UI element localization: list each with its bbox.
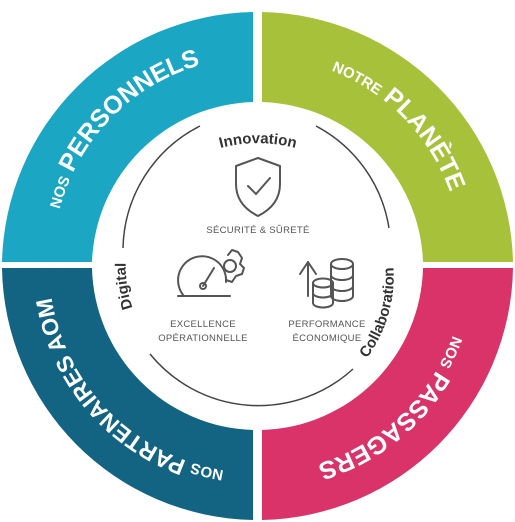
pillar-collaboration-text: Collaboration — [356, 267, 398, 361]
label-operationnelle: OPÉRATIONNELLE — [158, 333, 248, 344]
inner-arc-top-right — [315, 125, 390, 229]
inner-arc-top-left — [122, 125, 201, 249]
pillar-digital: Digital — [113, 263, 137, 312]
segment-nos-passagers — [262, 268, 513, 520]
inner-circle — [122, 125, 390, 407]
inner-arc-bottom — [149, 353, 354, 407]
pillar-innovation: Innovation — [217, 130, 298, 152]
label-economique: ÉCONOMIQUE — [293, 333, 362, 344]
segment-nos-partenaires-aom — [2, 268, 253, 520]
gauge-gear-icon — [177, 249, 245, 297]
pillar-innovation-text: Innovation — [217, 130, 298, 152]
segment-nos-personnels — [2, 12, 253, 262]
label-excellence: EXCELLENCE — [170, 319, 236, 330]
shield-check-icon — [235, 157, 281, 217]
ring-segments — [2, 12, 513, 520]
coins-growth-icon — [299, 258, 354, 309]
label-securite-surete: SÉCURITÉ & SÛRETÉ — [206, 225, 309, 236]
pillar-collaboration: Collaboration — [356, 267, 398, 361]
segment-notre-planete — [262, 12, 513, 262]
pillar-digital-text: Digital — [113, 263, 137, 312]
label-performance: PERFORMANCE — [288, 319, 365, 330]
